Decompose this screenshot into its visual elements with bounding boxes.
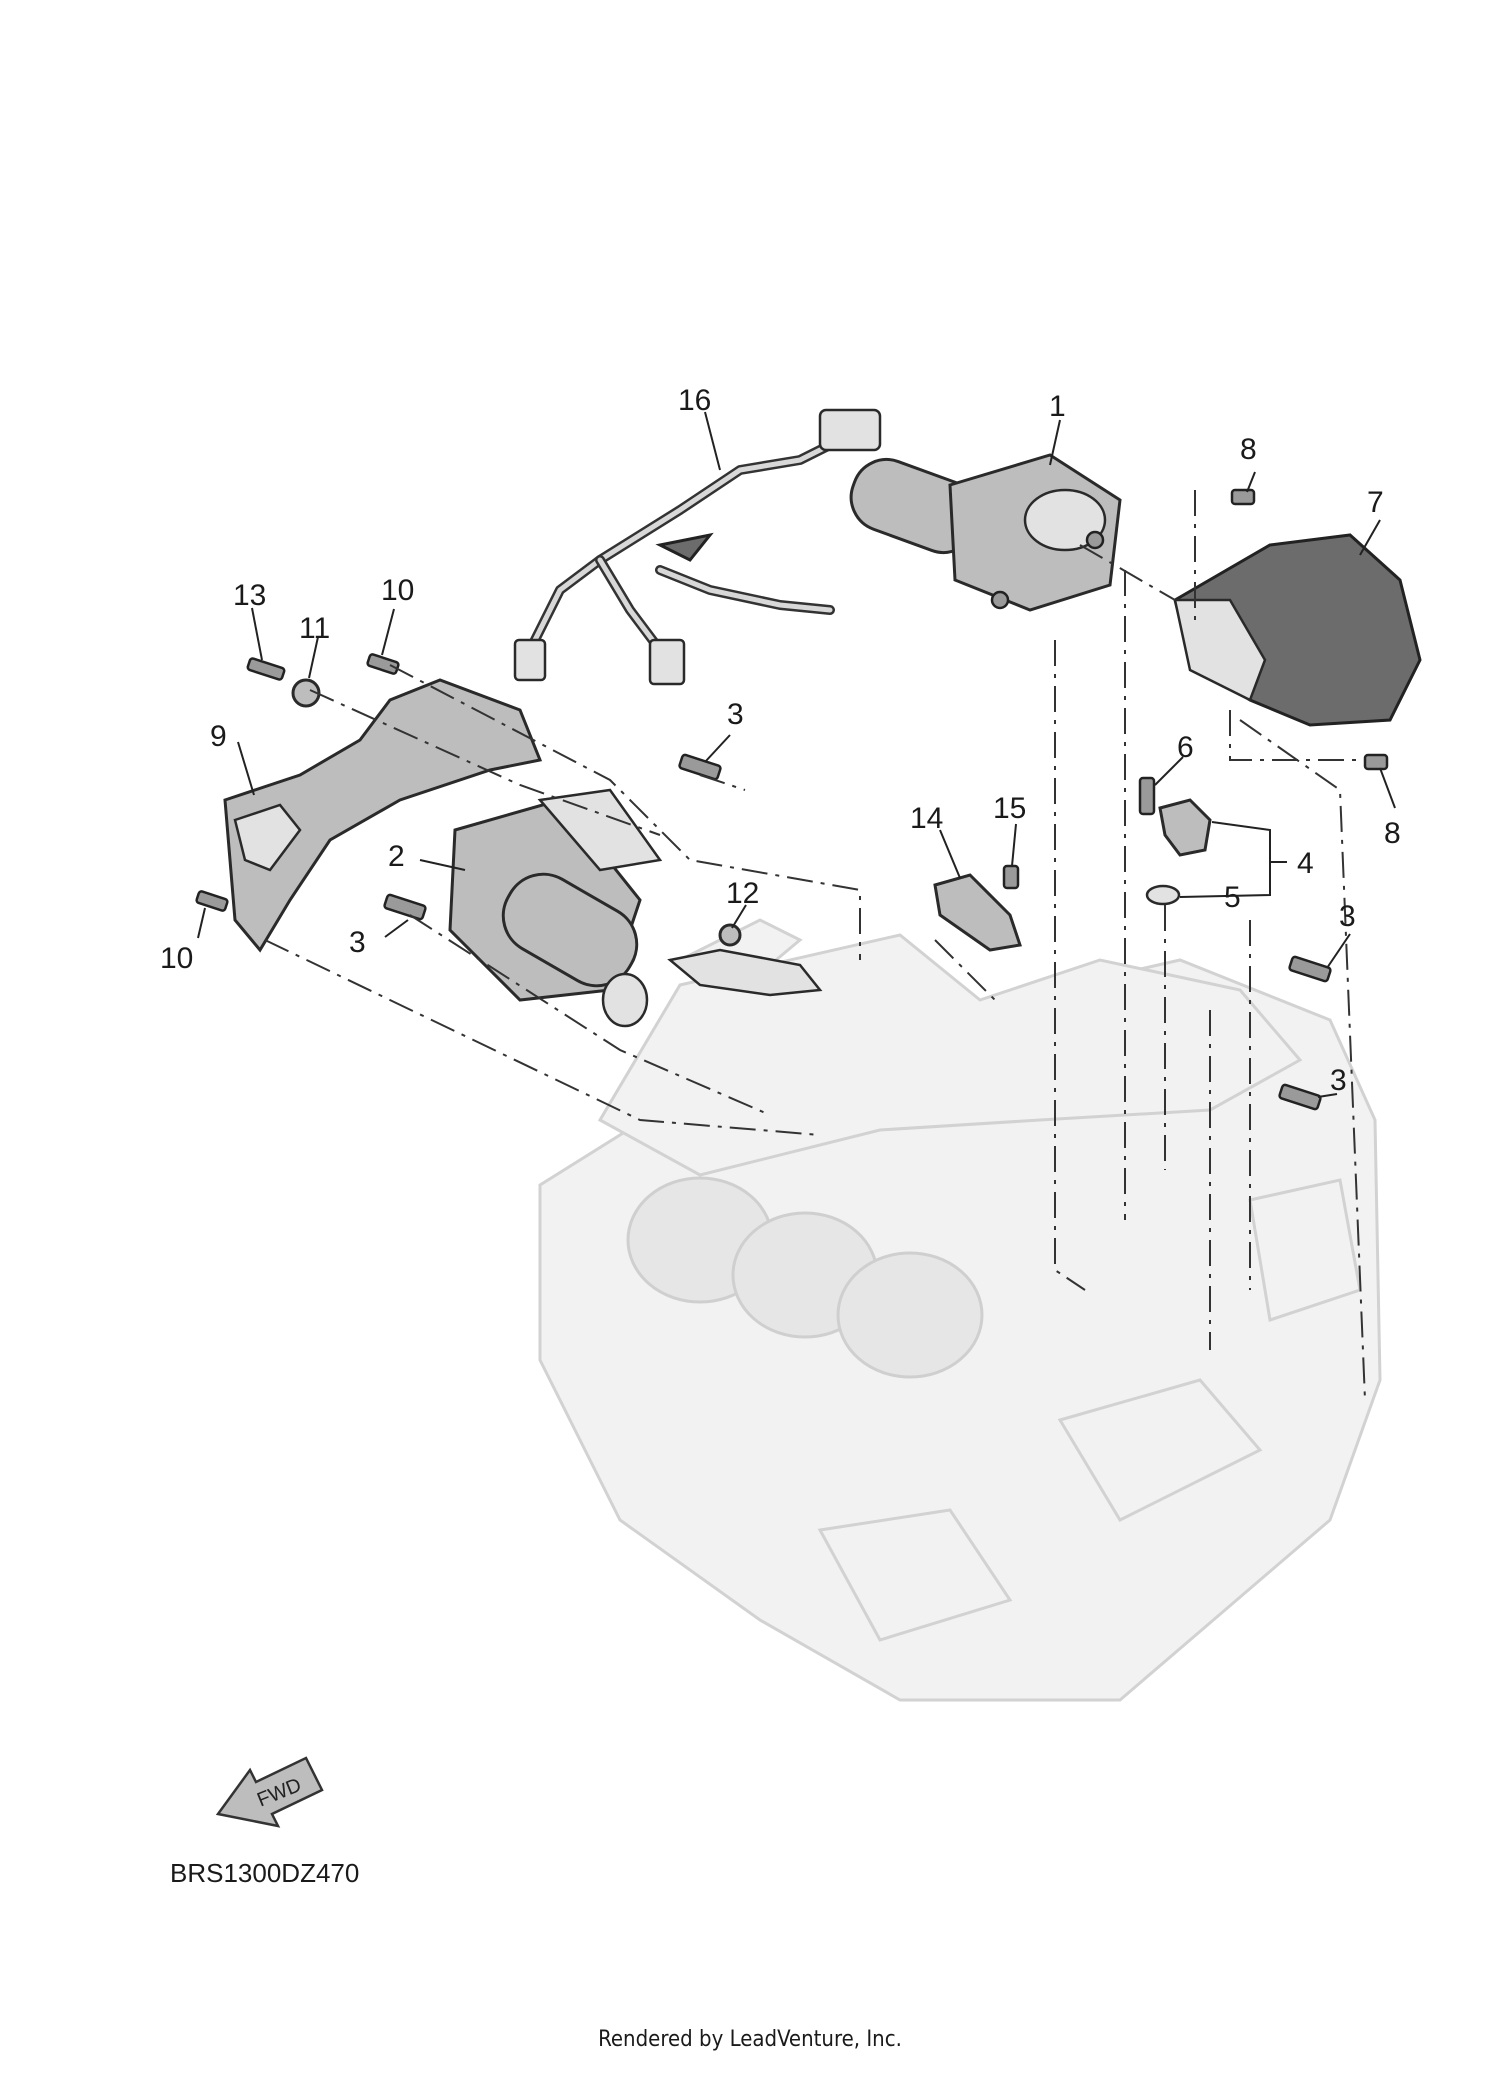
- part-1-actuator: [849, 453, 1122, 612]
- small-parts: [195, 488, 1389, 1111]
- part-16-wire-harness: [513, 408, 882, 686]
- callout-9: 9: [210, 720, 227, 753]
- callout-5: 5: [1224, 881, 1241, 914]
- footer-credit: Rendered by LeadVenture, Inc.: [598, 2027, 902, 2052]
- callout-3-d: 3: [1330, 1064, 1347, 1097]
- engine-crankcase-ghost: [538, 918, 1382, 1702]
- callout-numbers: 1 2 3 3 3 3 4 5 6 7 8 8 9 10 10 11 12 13…: [160, 384, 1401, 1097]
- callout-1: 1: [1049, 390, 1066, 423]
- part-7-cover: [1173, 533, 1422, 727]
- fwd-arrow: FWD: [215, 1756, 324, 1828]
- callout-3-c: 3: [1339, 900, 1356, 933]
- callout-10-b: 10: [160, 942, 193, 975]
- part-2-motor: [448, 788, 663, 1028]
- assembly-lines: [264, 490, 1366, 1401]
- callout-11: 11: [299, 612, 330, 645]
- callout-13: 13: [233, 579, 266, 612]
- callout-4: 4: [1297, 847, 1314, 880]
- callout-14: 14: [910, 802, 943, 835]
- callout-15: 15: [993, 792, 1026, 825]
- callout-16: 16: [678, 384, 711, 417]
- part-9-bracket: [223, 678, 543, 953]
- callout-2: 2: [388, 840, 405, 873]
- callout-12: 12: [726, 877, 759, 910]
- callout-3-b: 3: [349, 926, 366, 959]
- callout-3-a: 3: [727, 698, 744, 731]
- callout-8-b: 8: [1384, 817, 1401, 850]
- callout-8-a: 8: [1240, 433, 1257, 466]
- leader-lines: [197, 411, 1396, 1098]
- callout-10-a: 10: [381, 574, 414, 607]
- callout-6: 6: [1177, 731, 1194, 764]
- callout-7: 7: [1367, 486, 1384, 519]
- diagram-code: BRS1300DZ470: [170, 1858, 360, 1888]
